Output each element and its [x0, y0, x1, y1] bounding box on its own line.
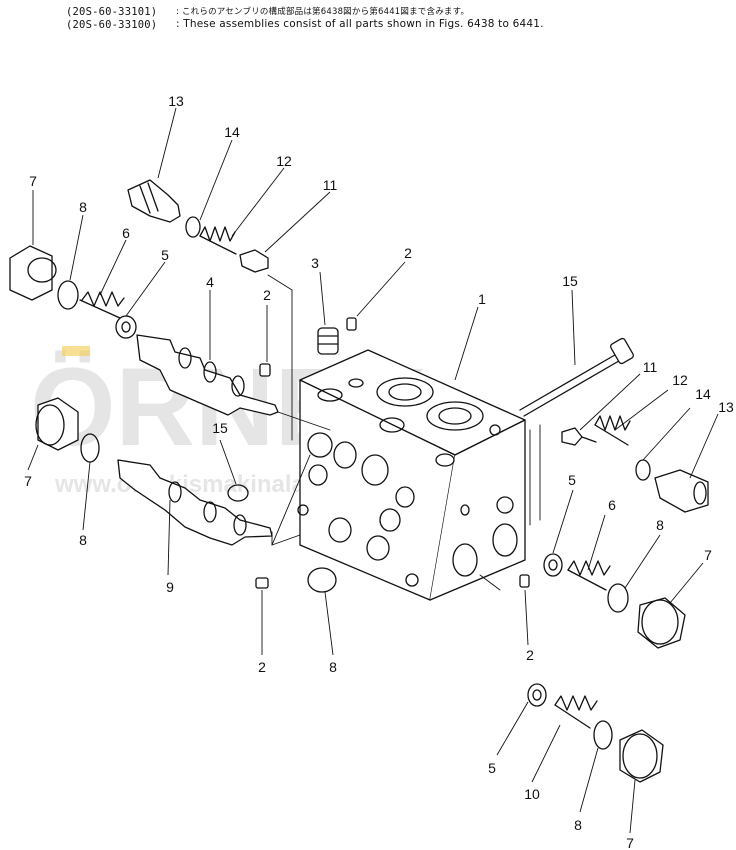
part-label-2: 2	[404, 245, 412, 261]
part-label-2: 2	[258, 659, 266, 675]
plug-middle-left	[35, 397, 79, 451]
plug-right	[637, 597, 686, 649]
figure-header: (20S-60-33101) (20S-60-33100) : これらのアセンブ…	[66, 2, 726, 36]
spring-6a	[79, 291, 125, 319]
guide-lines	[267, 274, 541, 591]
valve-body	[297, 349, 526, 601]
part-label-12: 12	[276, 153, 292, 169]
seat-5a	[115, 315, 137, 339]
part-label-8: 8	[574, 817, 582, 833]
part-label-12: 12	[672, 372, 688, 388]
part-label-5: 5	[161, 247, 169, 263]
header-note-en: : These assemblies consist of all parts …	[176, 18, 544, 30]
part-label-8: 8	[329, 659, 337, 675]
set-screw-2b	[259, 363, 271, 377]
seat-5b	[543, 553, 563, 577]
o-ring-8d	[607, 583, 629, 613]
plug-bottom-right	[619, 729, 664, 783]
part-label-14: 14	[224, 124, 240, 140]
part-label-2: 2	[526, 647, 534, 663]
o-ring-14b	[635, 459, 651, 481]
o-ring-16	[227, 484, 249, 502]
part-label-8: 8	[656, 517, 664, 533]
set-screw-2a	[346, 317, 357, 331]
set-screw-2c	[255, 577, 269, 589]
part-label-7: 7	[626, 835, 634, 850]
spring-12b	[594, 415, 631, 446]
part-label-10: 10	[524, 786, 540, 802]
o-ring-8a	[57, 280, 79, 310]
part-label-3: 3	[311, 255, 319, 271]
part-label-8: 8	[79, 532, 87, 548]
spring-10	[554, 695, 598, 729]
check-valve-3	[317, 327, 339, 355]
part-label-5: 5	[568, 472, 576, 488]
header-note-jp: : これらのアセンブリの構成部品は第6438図から第6441図まで含みます。	[176, 7, 470, 17]
leader-lines	[27, 107, 719, 834]
set-screw-2d	[519, 574, 530, 588]
poppet-11a	[239, 249, 269, 273]
part-label-8: 8	[79, 199, 87, 215]
relief-valve-13b	[654, 469, 709, 513]
part-label-11: 11	[643, 359, 658, 375]
spring-12a	[199, 226, 237, 255]
part-label-1: 1	[478, 291, 486, 307]
assembly-code-2: (20S-60-33100)	[66, 19, 158, 31]
part-label-13: 13	[168, 93, 184, 109]
o-ring-8e	[593, 720, 613, 750]
part-label-4: 4	[206, 274, 214, 290]
tie-bolt-15	[519, 337, 634, 417]
part-label-6: 6	[122, 225, 130, 241]
part-label-15: 15	[212, 420, 228, 436]
seat-5c	[527, 683, 547, 707]
part-label-7: 7	[704, 547, 712, 563]
assembly-code-1: (20S-60-33101)	[66, 6, 158, 18]
part-label-13: 13	[718, 399, 734, 415]
poppet-11b	[561, 427, 597, 446]
o-ring-8c	[307, 567, 337, 593]
part-label-15: 15	[562, 273, 578, 289]
part-label-6: 6	[608, 497, 616, 513]
part-label-5: 5	[488, 760, 496, 776]
relief-valve-13a	[127, 179, 181, 223]
o-ring-14a	[185, 216, 201, 238]
part-label-2: 2	[263, 287, 271, 303]
part-label-9: 9	[166, 579, 174, 595]
part-label-14: 14	[695, 386, 711, 402]
plug-upper-left	[9, 245, 57, 301]
part-label-7: 7	[24, 473, 32, 489]
part-label-11: 11	[323, 177, 338, 193]
part-number-labels: 13 14 12 11 7 8 6 5 4 3 2 2 1 15 11 12 14 13 15 7 8 9 5 6 8 7 2 8 2 5…	[24, 93, 734, 850]
watermark-accent	[62, 346, 90, 356]
part-label-7: 7	[29, 173, 37, 189]
